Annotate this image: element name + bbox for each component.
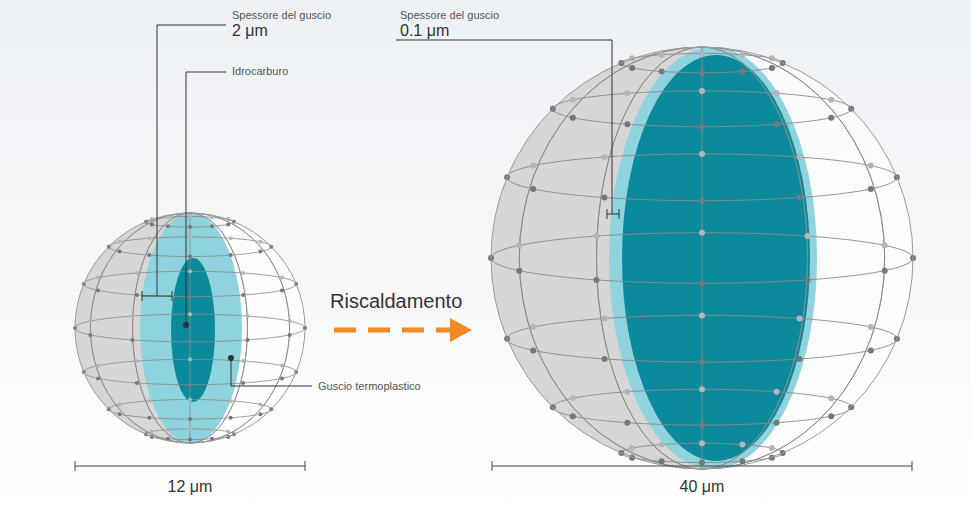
callout-caption: Spessore del guscio [400, 9, 499, 22]
dimension-value: 40 μm [680, 478, 725, 496]
leader-lines [142, 25, 619, 386]
leader-dots [183, 322, 234, 361]
dimension-value: 12 μm [168, 478, 213, 496]
process-label: Riscaldamento [330, 290, 462, 313]
expanded-microsphere [480, 40, 916, 480]
callout-caption: Spessore del guscio [232, 9, 331, 22]
small-microsphere [70, 205, 307, 455]
dimension-lines [75, 461, 912, 471]
heating-arrow [334, 318, 472, 342]
dimension-value: 0.1 μm [400, 22, 449, 40]
dimension-value: 2 μm [232, 22, 268, 40]
part-name: Idrocarburo [232, 65, 288, 78]
part-name: Guscio termoplastico [318, 380, 421, 393]
